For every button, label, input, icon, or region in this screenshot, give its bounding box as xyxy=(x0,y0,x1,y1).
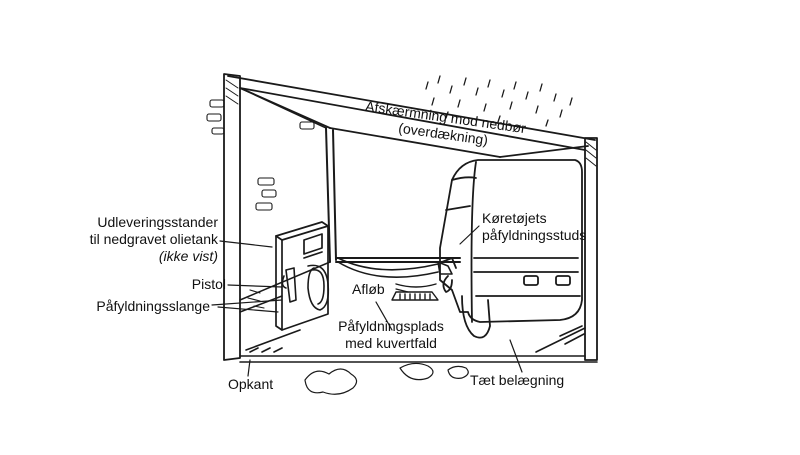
nozzle-label-line1: Køretøjets xyxy=(482,210,547,226)
platform-label: Påfyldningsplads med kuvertfald xyxy=(326,318,456,352)
platform-label-line2: med kuvertfald xyxy=(345,335,437,351)
roof xyxy=(227,75,596,158)
floor xyxy=(239,325,598,363)
rear-opening xyxy=(325,127,461,263)
drain-grate xyxy=(391,283,439,301)
hose-label: Påfyldningsslange xyxy=(96,298,210,314)
right-post xyxy=(584,137,598,361)
puddles xyxy=(304,362,469,395)
dispenser-label-line2: til nedgravet olietank xyxy=(89,231,218,247)
drain-label: Afløb xyxy=(352,281,385,297)
curb-label: Opkant xyxy=(228,376,274,392)
platform-label-line1: Påfyldningsplads xyxy=(338,318,444,334)
dispenser-label-line1: Udleveringsstander xyxy=(97,214,218,230)
vehicle xyxy=(439,159,583,339)
nozzle-label: Køretøjets påfyldningsstuds xyxy=(482,210,586,244)
pistol-and-hose xyxy=(281,264,330,311)
nozzle-label-line2: påfyldningsstuds xyxy=(482,227,587,243)
callout-leaders xyxy=(211,225,523,377)
fuel-hose xyxy=(337,257,453,278)
paving-label: Tæt belægning xyxy=(470,372,565,388)
pistol-label: Pistol xyxy=(191,276,226,292)
dispenser-label-line3: (ikke vist) xyxy=(158,248,218,264)
dispenser-label: Udleveringsstander til nedgravet olietan… xyxy=(36,214,218,265)
left-post xyxy=(223,73,241,361)
